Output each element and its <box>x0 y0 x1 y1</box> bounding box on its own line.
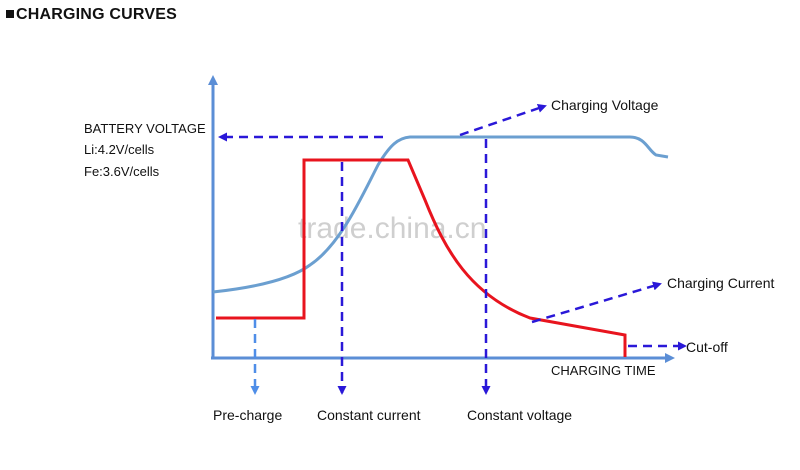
page-title: CHARGING CURVES <box>6 6 177 24</box>
charging-current-pointer-arrow <box>531 281 662 324</box>
page-title-text: CHARGING CURVES <box>16 6 177 23</box>
constant-voltage-label: Constant voltage <box>467 407 573 423</box>
y-axis-label: BATTERY VOLTAGE <box>84 121 206 136</box>
title-bullet-icon <box>6 10 14 18</box>
watermark-text: trade.china.cn <box>298 212 486 245</box>
charging-voltage-label: Charging Voltage <box>551 97 659 113</box>
constant-current-label: Constant current <box>317 407 421 423</box>
charging-voltage-pointer-arrow <box>459 104 547 137</box>
charging-current-label: Charging Current <box>667 275 775 291</box>
li-voltage-note: Li:4.2V/cells <box>84 142 155 157</box>
precharge-label: Pre-charge <box>213 407 283 423</box>
charging-current-curve <box>216 158 627 357</box>
x-axis-label: CHARGING TIME <box>551 363 656 378</box>
cutoff-label: Cut-off <box>686 339 728 355</box>
charging-voltage-curve <box>212 135 669 294</box>
fe-voltage-note: Fe:3.6V/cells <box>84 164 160 179</box>
